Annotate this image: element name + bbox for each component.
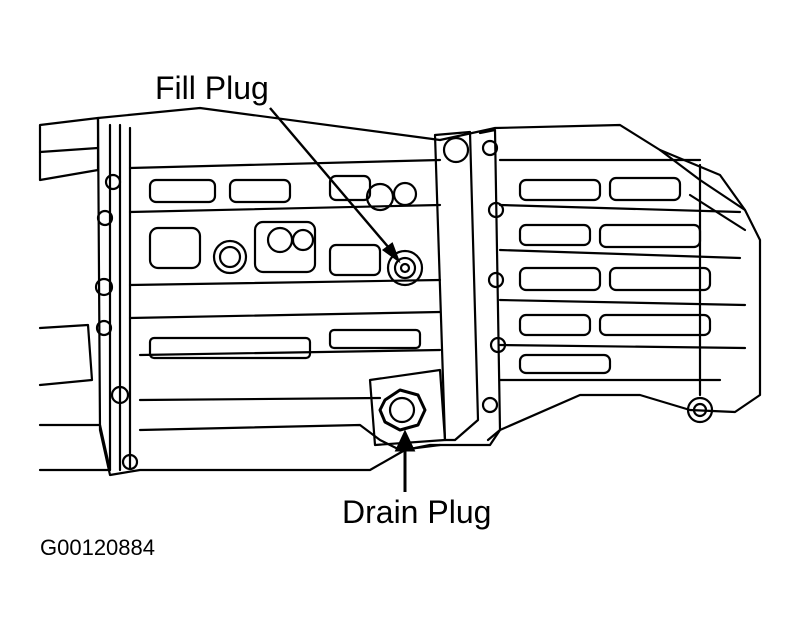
fill-plug-icon (386, 249, 424, 287)
figure-id: G00120884 (40, 535, 155, 560)
center-flange (433, 128, 502, 442)
drain-plug-label: Drain Plug (342, 494, 492, 530)
fill-plug-leader (269, 107, 401, 264)
bolts (94, 136, 714, 471)
plug-bosses (212, 181, 418, 275)
drain-plug-icon (368, 368, 447, 447)
left-flange (108, 123, 132, 472)
pockets (148, 148, 747, 397)
case-outline (96, 106, 762, 477)
fill-plug-label: Fill Plug (155, 70, 269, 106)
ribs (128, 158, 747, 402)
drain-plug-leader (394, 429, 416, 492)
